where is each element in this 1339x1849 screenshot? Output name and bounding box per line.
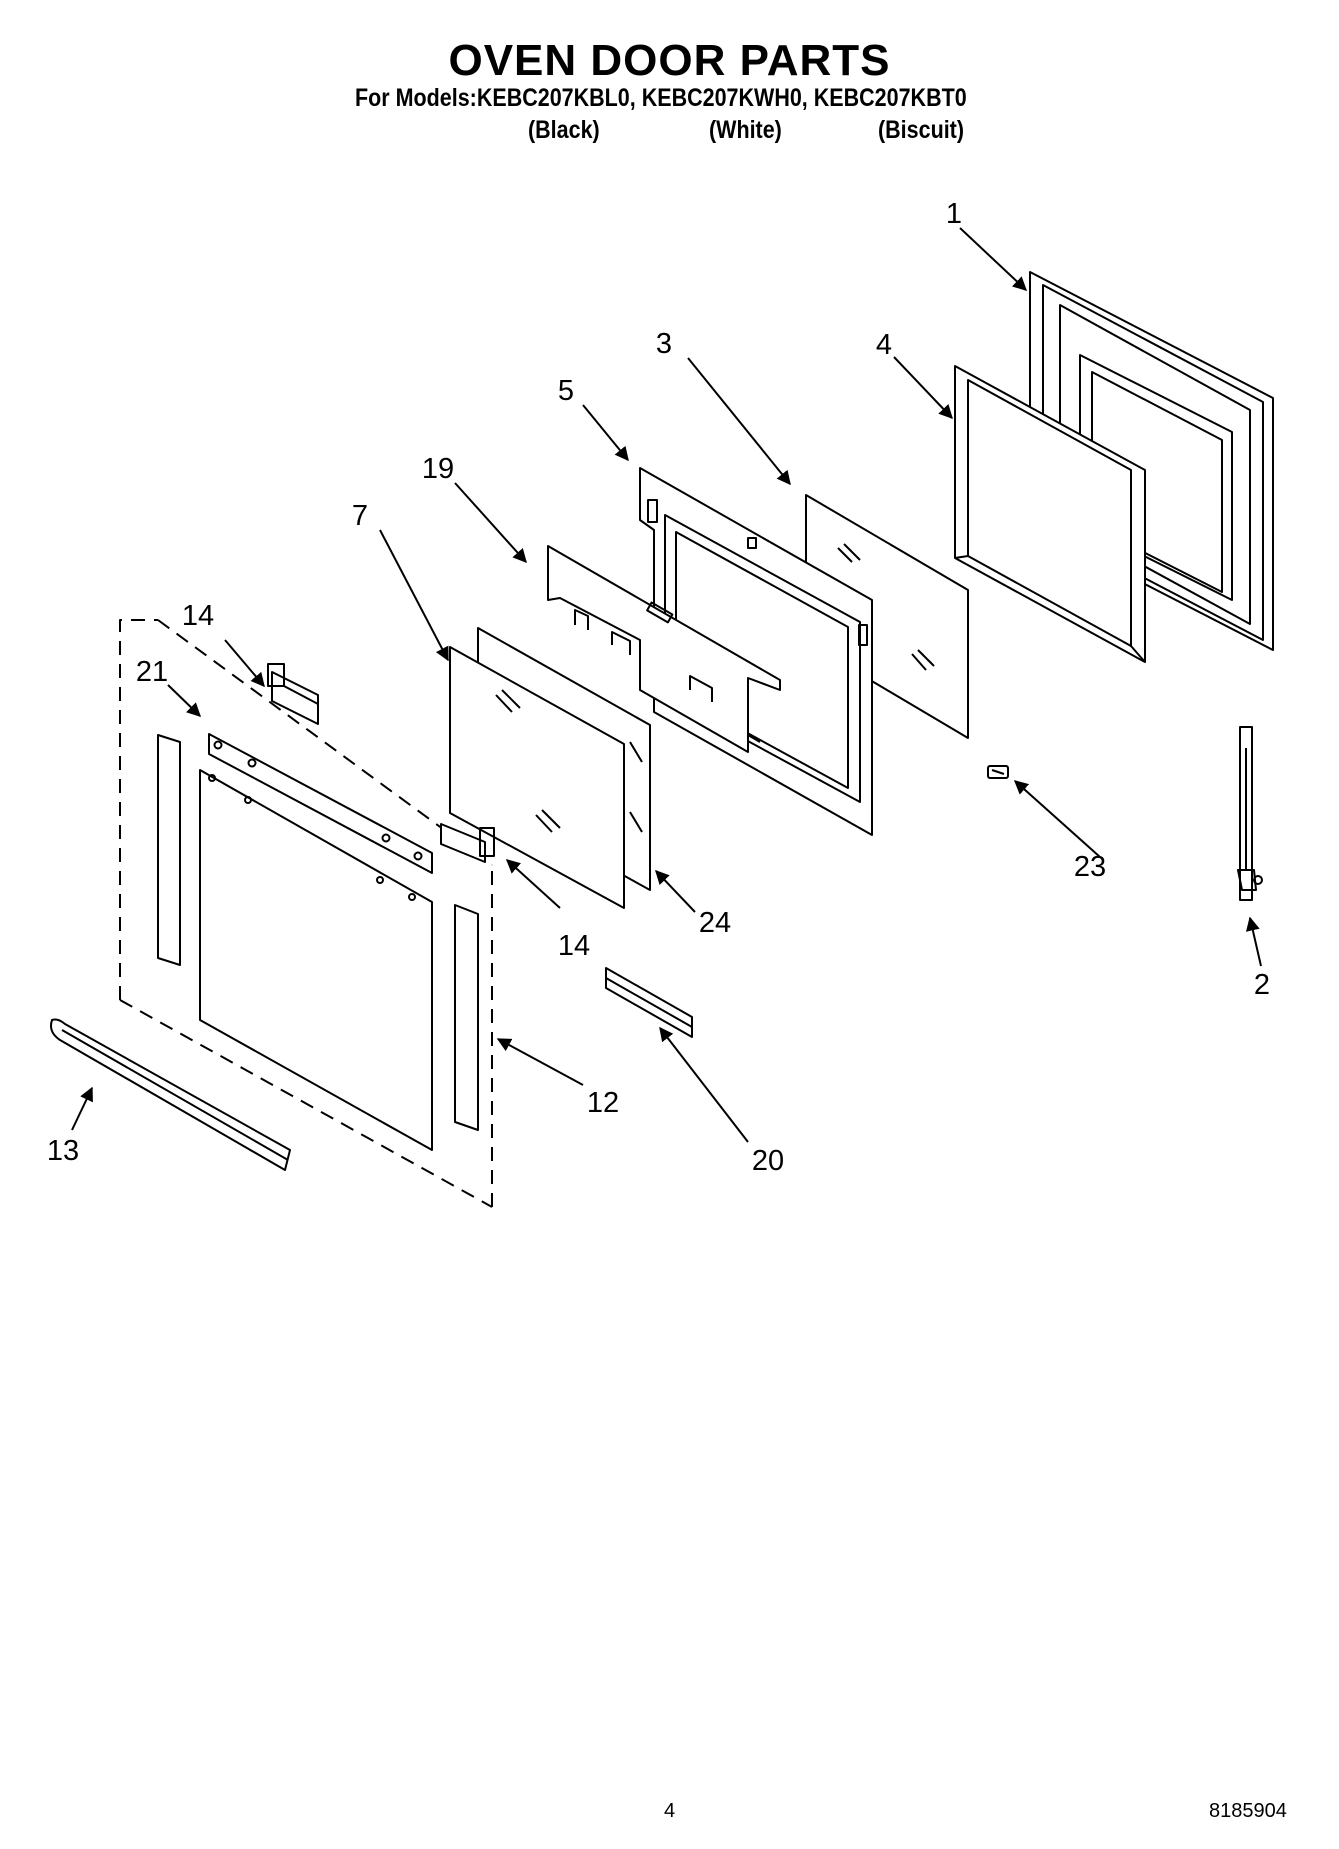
leader-7 bbox=[379, 529, 449, 662]
part-20-strip bbox=[605, 967, 693, 1038]
leader-24 bbox=[655, 869, 696, 913]
part-23-clip bbox=[987, 765, 1009, 779]
callout-24: 24 bbox=[699, 907, 731, 939]
part-14-hinge-bracket-lower bbox=[440, 823, 495, 863]
leader-3 bbox=[687, 357, 791, 486]
leader-14-upper bbox=[224, 639, 265, 688]
leader-12 bbox=[496, 1038, 584, 1086]
variant-black: (Black) bbox=[528, 116, 600, 144]
document-number: 8185904 bbox=[1209, 1800, 1287, 1822]
leader-2 bbox=[1245, 916, 1262, 967]
part-7-outer-glass bbox=[449, 646, 625, 909]
callout-23: 23 bbox=[1074, 851, 1106, 883]
leader-23 bbox=[1013, 780, 1101, 858]
callout-5: 5 bbox=[558, 375, 574, 407]
variant-white: (White) bbox=[709, 116, 782, 144]
callout-14-lower: 14 bbox=[558, 930, 590, 962]
callout-1: 1 bbox=[946, 198, 962, 230]
models-line: For Models:KEBC207KBL0, KEBC207KWH0, KEB… bbox=[355, 84, 967, 112]
part-21-bracket bbox=[208, 733, 433, 901]
callout-14-upper: 14 bbox=[182, 600, 214, 632]
page-title: OVEN DOOR PARTS bbox=[448, 36, 891, 85]
leader-13 bbox=[71, 1086, 93, 1131]
callout-12: 12 bbox=[587, 1087, 619, 1119]
leader-14-lower bbox=[505, 859, 561, 909]
callout-20: 20 bbox=[752, 1145, 784, 1177]
part-13-door-trim bbox=[50, 1018, 291, 1171]
leader-lines bbox=[71, 227, 1262, 1143]
part-19-baffle bbox=[547, 545, 781, 753]
leader-21 bbox=[167, 684, 202, 717]
leader-19 bbox=[454, 482, 527, 564]
callout-19: 19 bbox=[422, 453, 454, 485]
leader-20 bbox=[659, 1026, 749, 1143]
leader-5 bbox=[582, 404, 629, 462]
callout-labels: 1 4 3 5 19 7 14 21 14 24 23 2 12 20 13 bbox=[47, 198, 1270, 1177]
part-4-door-liner bbox=[954, 365, 1146, 663]
variant-biscuit: (Biscuit) bbox=[878, 116, 964, 144]
callout-3: 3 bbox=[656, 328, 672, 360]
leader-1 bbox=[959, 227, 1028, 291]
part-12-outer-door-panel bbox=[119, 619, 493, 1208]
page-number: 4 bbox=[664, 1800, 676, 1822]
callout-7: 7 bbox=[352, 500, 368, 532]
callout-2: 2 bbox=[1254, 969, 1270, 1001]
leader-4 bbox=[893, 356, 953, 420]
callout-21: 21 bbox=[136, 656, 168, 688]
part-14-hinge-bracket-upper bbox=[267, 663, 319, 725]
callout-4: 4 bbox=[876, 329, 892, 361]
part-2-door-hinge bbox=[1237, 726, 1263, 901]
callout-13: 13 bbox=[47, 1135, 79, 1167]
